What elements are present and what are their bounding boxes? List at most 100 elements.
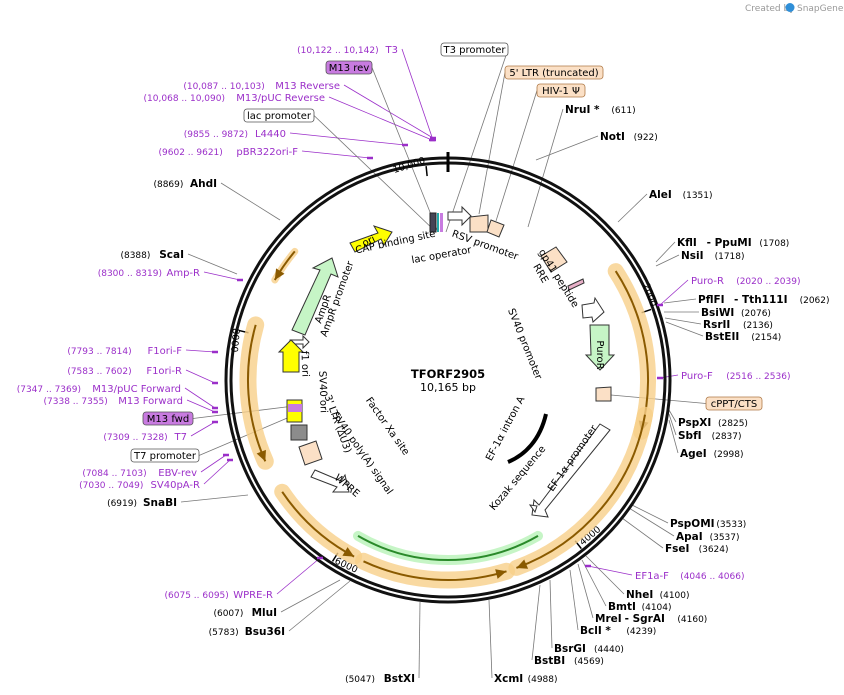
primer-site[interactable]: pBR322ori-F(9602 .. 9621) — [159, 147, 373, 160]
boxed-feature-label[interactable]: lac promoter — [243, 108, 315, 123]
enzyme-site[interactable]: FseI(3624) — [665, 543, 729, 555]
snapgene-logo-icon — [785, 3, 795, 12]
primer-position: (9855 .. 9872) — [184, 130, 248, 140]
label-box — [705, 396, 763, 411]
boxed-feature-label[interactable]: M13 rev — [325, 60, 373, 75]
enzyme-site[interactable]: NotI(922) — [600, 131, 658, 143]
tick-label: 2000 — [640, 282, 659, 308]
boxed-feature-label[interactable]: 5' LTR (truncated) — [504, 65, 604, 80]
primer-position: (7030 .. 7049) — [79, 481, 143, 491]
primer-name: EBV-rev — [158, 468, 197, 479]
enzyme-position: (8869) — [153, 180, 183, 190]
boxed-label-leader — [371, 67, 439, 233]
enzyme-leader-line — [668, 409, 677, 423]
feature-label-0: ori — [361, 234, 377, 249]
primer-site[interactable]: Amp-R(8300 .. 8319) — [98, 268, 243, 282]
enzyme-leader-line — [655, 241, 676, 263]
enzyme-site[interactable]: BstXI(5047) — [345, 673, 415, 685]
psi-box — [486, 219, 505, 238]
boxed-feature-label[interactable]: T3 promoter — [440, 42, 509, 57]
primer-name: pBR322ori-F — [236, 147, 298, 158]
enzyme-site[interactable]: ScaI(8388) — [120, 249, 184, 261]
primer-leader-line — [185, 369, 216, 384]
enzyme-site[interactable]: NheI(4100) — [626, 589, 690, 601]
enzyme-site[interactable]: PspXI(2825) — [678, 417, 748, 429]
enzyme-site[interactable]: XcmI(4988) — [494, 673, 558, 685]
enzyme-site[interactable]: AleI(1351) — [649, 189, 713, 201]
primer-site[interactable]: M13/pUC Forward(7347 .. 7369) — [17, 384, 218, 410]
enzyme-site[interactable]: SnaBI(6919) — [107, 497, 177, 509]
primer-position: (7338 .. 7355) — [44, 397, 108, 407]
label-box — [504, 65, 604, 80]
enzyme-site[interactable]: PspOMI(3533) — [670, 518, 746, 530]
enzyme-site[interactable]: BmtI(4104) — [608, 601, 672, 613]
enzyme-site[interactable]: Bsu36I(5783) — [209, 626, 285, 638]
boxed-feature-label[interactable]: M13 fwd — [142, 411, 194, 426]
primer-site[interactable]: M13/pUC Reverse(10,068 .. 10,090) — [144, 93, 435, 142]
puror-arrow — [584, 324, 616, 371]
enzyme-site[interactable]: RsrII(2136) — [703, 319, 773, 331]
label-text: T3 promoter — [442, 45, 506, 56]
primer-site[interactable]: F1ori-F(7793 .. 7814) — [67, 346, 218, 357]
primer-name: M13/pUC Forward — [92, 384, 181, 395]
primer-site[interactable]: Puro-F(2516 .. 2536) — [657, 371, 790, 382]
enzyme-site[interactable]: SbfI(2837) — [678, 430, 742, 442]
primer-name: F1ori-F — [148, 346, 183, 357]
enzyme-site[interactable]: BstBI(4569) — [534, 655, 604, 667]
enzyme-position: (3537) — [710, 533, 740, 543]
label-box — [142, 411, 194, 426]
enzyme-site[interactable]: ApaI(3537) — [676, 531, 740, 543]
feature-label-13: EF-1α promoter — [546, 423, 600, 494]
label-text: lac promoter — [247, 111, 312, 122]
enzyme-site[interactable]: KflI- PpuMI(1708) — [677, 237, 789, 249]
enzyme-site[interactable]: MluI(6007) — [213, 607, 277, 619]
boxed-feature-label[interactable]: T7 promoter — [130, 448, 200, 463]
enzyme-site[interactable]: BstEII(2154) — [705, 331, 781, 343]
wpre-arc-arrowhead — [342, 547, 355, 557]
ori-arc-arrowhead — [274, 268, 285, 280]
primer-position: (7583 .. 7602) — [67, 367, 131, 377]
wpre-arc-glow — [274, 483, 363, 565]
primer-name: M13 Reverse — [275, 81, 340, 92]
enzyme-site[interactable]: BsrGI(4440) — [554, 643, 624, 655]
boxed-feature-label[interactable]: HIV-1 Ψ — [536, 83, 586, 98]
enzyme-position: (611) — [611, 106, 635, 116]
ef1a-green-arc — [357, 535, 539, 561]
enzyme-position: (4160) — [677, 615, 707, 625]
enzyme-site[interactable]: BclI *(4239) — [580, 625, 656, 637]
primer-name: Amp-R — [167, 268, 201, 279]
boxed-feature-label[interactable]: cPPT/CTS — [705, 396, 763, 411]
primer-name: M13/pUC Reverse — [236, 93, 325, 104]
enzyme-name: NheI — [626, 589, 653, 601]
snapgene-credit[interactable]: Created by SnapGene — [745, 3, 844, 14]
enzyme-position: (8388) — [120, 251, 150, 261]
plasmid-length: 10,165 bp — [420, 381, 476, 394]
primer-site[interactable]: M13 Reverse(10,087 .. 10,103) — [183, 81, 436, 140]
primer-site[interactable]: L4440(9855 .. 9872) — [184, 129, 408, 147]
primer-site[interactable]: Puro-R(2020 .. 2039) — [657, 276, 800, 307]
enzyme-leader-line — [668, 413, 677, 436]
sv40-arc — [247, 324, 267, 462]
primer-site[interactable]: T7(7309 .. 7328) — [103, 420, 218, 443]
enzyme-site[interactable]: MreI- SgrAI(4160) — [595, 613, 707, 625]
enzyme-site[interactable]: BsiWI(2076) — [701, 307, 771, 319]
primer-site[interactable]: EBV-rev(7084 .. 7103) — [82, 453, 229, 479]
primer-site[interactable]: SV40pA-R(7030 .. 7049) — [79, 458, 233, 491]
enzyme-site[interactable]: NruI *(611) — [565, 104, 636, 116]
enzyme-site[interactable]: PflFI- Tth111I(2062) — [698, 294, 830, 306]
enzyme-site[interactable]: AhdI(8869) — [153, 178, 217, 190]
primer-leader-line — [184, 387, 216, 409]
enzyme-site[interactable]: NsiI(1718) — [681, 250, 745, 262]
enzyme-leader-line — [668, 419, 679, 454]
enzyme-site[interactable]: AgeI(2998) — [680, 448, 744, 460]
feature-label-15: Factor Xa site — [363, 396, 411, 458]
primer-leader-line — [401, 48, 434, 141]
primer-site[interactable]: WPRE-R(6075 .. 6095) — [165, 556, 323, 601]
primer-site[interactable]: M13 Forward(7338 .. 7355) — [44, 396, 218, 414]
leader-lines — [180, 48, 707, 679]
primer-leader-line — [328, 96, 433, 141]
enzyme-position: (3624) — [699, 545, 729, 555]
primer-site[interactable]: F1ori-R(7583 .. 7602) — [67, 366, 218, 385]
primer-site[interactable]: EF1a-F(4046 .. 4066) — [585, 564, 744, 582]
